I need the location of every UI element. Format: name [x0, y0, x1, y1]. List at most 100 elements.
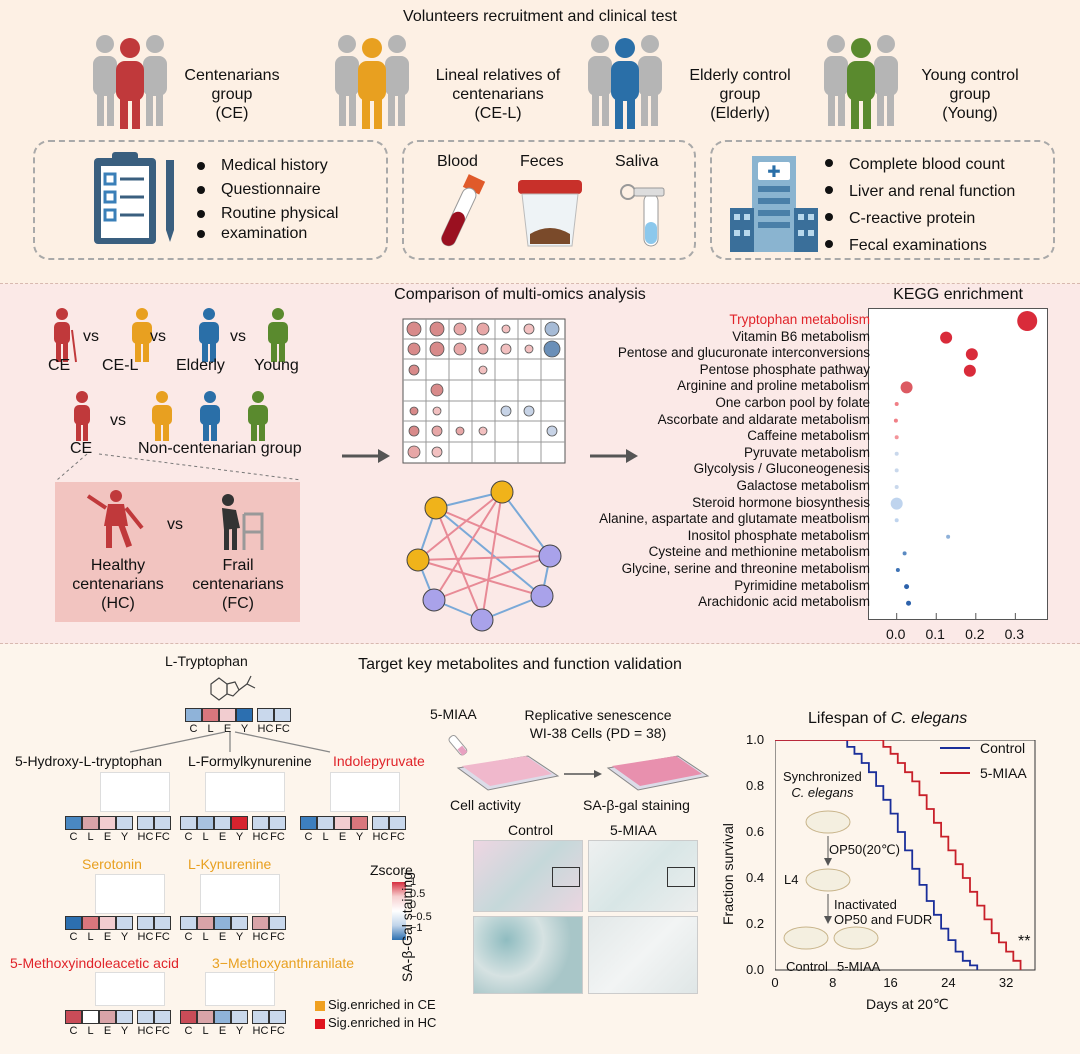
lifespan-ytick: 0.6: [746, 824, 765, 839]
heatmap-col-label: Y: [235, 1025, 244, 1037]
kegg-pathway-label: Galactose metabolism: [736, 478, 870, 493]
kegg-xtick: 0.2: [965, 626, 985, 642]
heatmap-cell: [269, 1010, 286, 1024]
dish-control-label: Control: [786, 959, 828, 974]
heatmap-cell: [154, 816, 171, 830]
cell-activity-label: Cell activity: [450, 797, 521, 813]
trp-branches: [129, 731, 331, 753]
kegg-pathway-label: Pentose and glucuronate interconversions: [617, 345, 870, 361]
heatmap-cell: [197, 916, 214, 930]
heatmap-cell: [231, 1010, 248, 1024]
lifespan-ylabel: Fraction survival: [720, 823, 736, 925]
heatmap-col-label: Y: [235, 831, 244, 843]
significance-mark: **: [1018, 933, 1031, 950]
heatmap-cell: [372, 816, 389, 830]
heatmap-cell: [214, 916, 231, 930]
heatmap-cell: [82, 1010, 99, 1024]
lifespan-xtick: 32: [998, 975, 1014, 990]
cell-plates: [448, 734, 710, 791]
frail-centenarian-icon: [222, 494, 264, 550]
lifespan-xtick: 24: [941, 975, 956, 990]
heatmap-cell: [236, 708, 253, 722]
heatmap-col-label: C: [184, 831, 193, 843]
label-ce-2: CE: [70, 440, 93, 457]
heatmap-col-label: Y: [235, 931, 244, 943]
heatmap-col-label: Y: [120, 1025, 129, 1037]
heatmap-cell: [231, 916, 248, 930]
kegg-point: [940, 331, 953, 344]
kegg-pathway-label: Pyruvate metabolism: [743, 444, 870, 460]
kegg-point: [894, 485, 899, 489]
kegg-point: [894, 435, 899, 440]
legend-hc: Sig.enriched in HC: [328, 1015, 437, 1030]
kegg-point: [894, 468, 899, 473]
tryptophan-structure: [210, 675, 256, 701]
micro-side-label: SA-β-Gal staining: [399, 872, 415, 982]
heatmap-col-label: FC: [390, 831, 405, 843]
heatmap-cell: [257, 708, 274, 722]
heatmap-col-label: C: [69, 831, 78, 843]
dish-miaa-label: 5-MIAA: [837, 959, 881, 974]
heatmap-col-label: FC: [270, 831, 285, 843]
hospital-icon: ✚: [730, 156, 818, 252]
heatmap-col-label: E: [223, 723, 232, 735]
heatmap-cell: [154, 1010, 171, 1024]
heatmap-col-label: HC: [372, 831, 389, 843]
micro-control-high: [473, 916, 583, 994]
kegg-pathway-label: Arginine and proline metabolism: [677, 378, 870, 394]
sample-saliva: Saliva: [615, 153, 659, 170]
op50-label: OP50(20℃): [829, 842, 900, 857]
dotted-connector: [56, 453, 302, 481]
kegg-point: [893, 418, 898, 423]
kegg-pathway-label: Glycine, serine and threonine metabolism: [621, 561, 870, 576]
panel1-title: Volunteers recruitment and clinical test: [403, 8, 677, 25]
kegg-point: [900, 381, 913, 394]
heatmap-cell: [231, 816, 248, 830]
kegg-xtick: 0.0: [885, 626, 906, 642]
kegg-pathway-label: One carbon pool by folate: [715, 395, 870, 410]
heatmap-col-label: E: [218, 1025, 227, 1037]
people-ce-icon: [93, 35, 167, 129]
lifespan-xtick: 0: [771, 975, 779, 990]
hc-fc-box: [55, 482, 300, 622]
kegg-plot-area: [868, 308, 1048, 620]
heatmap-col-label: Y: [240, 723, 249, 735]
heatmap-cell: [185, 708, 202, 722]
network-diagram: [406, 480, 562, 632]
heatmap-col-label: HC: [137, 1025, 154, 1037]
l4-label: L4: [784, 872, 799, 887]
legend-hc-swatch: [315, 1019, 325, 1029]
people-cel-icon: [335, 35, 409, 129]
kegg-pathway-label: Ascorbate and aldarate metabolism: [657, 411, 870, 427]
panel3-title: Target key metabolites and function vali…: [358, 656, 682, 673]
lifespan-ytick: 0.8: [746, 778, 765, 793]
legend-miaa: 5-MIAA: [980, 765, 1027, 781]
box-tests: [710, 140, 1055, 260]
micro-control-label: Control: [508, 822, 554, 838]
heatmap-col-label: HC: [137, 831, 154, 843]
lifespan-xtick: 16: [883, 975, 898, 990]
metabolite-5htp: 5-Hydroxy-L-tryptophan: [15, 753, 163, 769]
metabolite-serotonin: Serotonin: [82, 856, 142, 872]
heatmap-cell: [252, 816, 269, 830]
heatmap-cell: [300, 816, 317, 830]
structure-serotonin: [95, 874, 165, 914]
kegg-point: [906, 600, 912, 606]
heatmap-cell: [154, 916, 171, 930]
kegg-pathway-label: Alanine, aspartate and glutamate meatbol…: [599, 511, 870, 527]
heatmap-col-label: C: [184, 1025, 193, 1037]
heatmap-cell: [219, 708, 236, 722]
kegg-pathway-label: Inositol phosphate metabolism: [687, 527, 870, 543]
kegg-pathway-label: Caffeine metabolism: [747, 428, 870, 444]
heatmap-col-label: FC: [270, 931, 285, 943]
heatmap-col-label: FC: [275, 723, 290, 735]
heatmap-cell: [334, 816, 351, 830]
metabolite-lfk: L-Formylkynurenine: [188, 753, 312, 769]
heatmap-cell: [269, 816, 286, 830]
